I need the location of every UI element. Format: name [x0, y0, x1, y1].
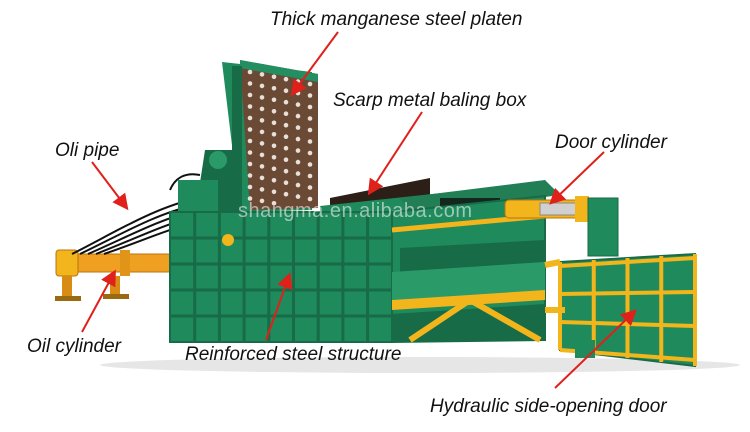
arrow-oil-cylinder	[81, 269, 116, 333]
callout-arrows	[81, 31, 637, 389]
label-oil-cylinder: Oil cylinder	[27, 336, 121, 357]
ground-shadow	[100, 357, 740, 373]
label-side-door: Hydraulic side-opening door	[430, 396, 667, 417]
arrow-side-door	[554, 309, 637, 389]
oil-cylinder	[55, 249, 175, 301]
door-cylinder	[504, 196, 619, 257]
arrow-platen	[290, 31, 339, 97]
arrow-steel-structure	[265, 272, 293, 341]
main-body	[169, 211, 393, 343]
arrow-oil-pipe	[91, 161, 129, 211]
steel-platen	[222, 60, 318, 214]
label-oil-pipe: Oli pipe	[55, 140, 120, 161]
chamber-section	[391, 194, 546, 344]
arrow-door-cylinder	[549, 151, 605, 205]
body-grid	[170, 212, 392, 342]
side-opening-door	[544, 252, 697, 368]
label-steel-structure: Reinforced steel structure	[185, 344, 402, 365]
platen-holes	[247, 69, 313, 206]
watermark: shangma.en.alibaba.com	[238, 200, 473, 222]
label-door-cylinder: Door cylinder	[555, 132, 667, 153]
label-baling-box: Scarp metal baling box	[333, 90, 527, 111]
label-platen: Thick manganese steel platen	[270, 9, 523, 30]
arrow-baling-box	[367, 111, 423, 196]
body-bolt	[222, 234, 234, 246]
